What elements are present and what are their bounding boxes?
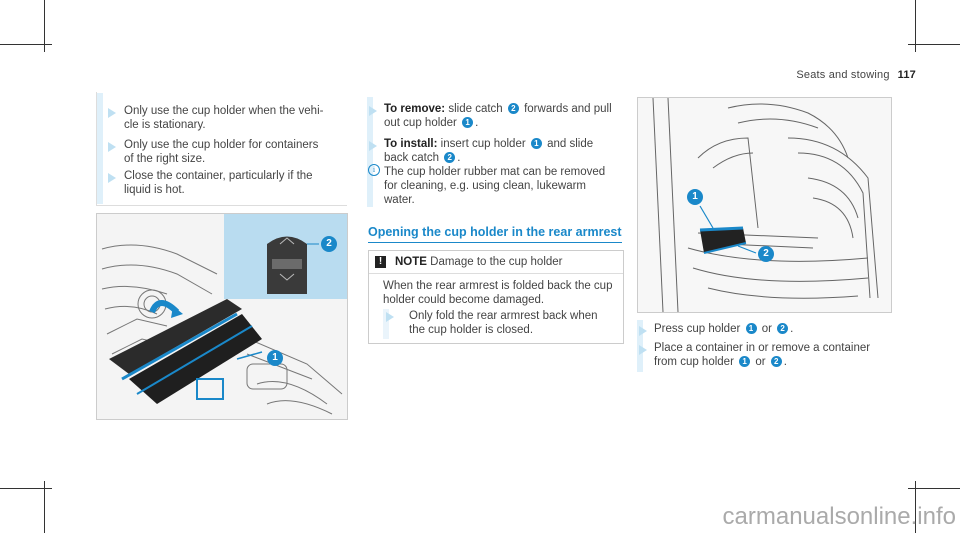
callout-1-icon: 1 (687, 189, 703, 205)
bullet-stripe (97, 93, 103, 204)
callout-1-icon: 1 (462, 117, 474, 129)
callout-2-icon: 2 (770, 356, 782, 368)
note-header: ! NOTE Damage to the cup holder (369, 251, 623, 274)
callout-2-icon: 2 (321, 236, 337, 252)
crop-mark (915, 0, 916, 52)
watermark: carmanualsonline.info (722, 503, 956, 530)
note-box: ! NOTE Damage to the cup holder When the… (368, 250, 624, 344)
bullet-arrow-icon (108, 108, 116, 118)
bullet-arrow-icon (108, 142, 116, 152)
install-step: To install: insert cup holder 1 and slid… (384, 138, 594, 164)
crop-mark (0, 488, 52, 489)
press-step: Press cup holder 1 or 2. (654, 323, 794, 335)
bullet-arrow-icon (108, 173, 116, 183)
section-heading: Opening the cup holder in the rear armre… (368, 225, 622, 239)
place-step: Place a container in or remove a contain… (654, 342, 871, 368)
heading-rule (368, 242, 622, 243)
callout-2-icon: 2 (444, 152, 456, 164)
info-text: The cup holder rubber mat can be removed… (384, 166, 606, 206)
callout-2-icon: 2 (758, 246, 774, 262)
callout-2-icon: 2 (777, 323, 789, 335)
step-arrow-icon (369, 106, 377, 116)
rear-armrest-illustration: 1 2 (637, 97, 892, 313)
callout-1-icon: 1 (745, 323, 757, 335)
step-arrow-icon (639, 326, 647, 336)
step-arrow-icon (639, 345, 647, 355)
crop-mark (44, 0, 45, 52)
exclamation-icon: ! (375, 256, 386, 268)
note-bullet-arrow-icon (386, 312, 394, 322)
page-number: 117 (897, 69, 916, 81)
remove-step: To remove: slide catch 2 forwards and pu… (384, 103, 612, 129)
crop-mark (908, 488, 960, 489)
note-text: When the rear armrest is folded back the… (383, 280, 613, 306)
bullet-item: Close the container, particularly if the… (124, 170, 313, 196)
step-arrow-icon (369, 141, 377, 151)
crop-mark (915, 481, 916, 533)
center-console-drawing (97, 214, 347, 419)
note-bullet: Only fold the rear armrest back when the… (409, 310, 598, 336)
rear-seat-drawing (638, 98, 891, 312)
bullet-item: Only use the cup holder when the vehi-cl… (124, 105, 324, 131)
section-title: Seats and stowing (796, 69, 890, 81)
warning-bullets (96, 92, 347, 206)
callout-1-icon: 1 (739, 356, 751, 368)
callout-1-icon: 1 (267, 350, 283, 366)
crop-mark (908, 44, 960, 45)
note-title: NOTE Damage to the cup holder (395, 256, 563, 268)
info-icon: i (368, 164, 380, 176)
front-cupholder-illustration: 1 2 (96, 213, 348, 420)
note-bullet-stripe (383, 309, 389, 339)
crop-mark (44, 481, 45, 533)
crop-mark (0, 44, 52, 45)
callout-1-icon: 1 (530, 138, 542, 150)
page-header: Seats and stowing 117 (796, 69, 916, 81)
callout-2-icon: 2 (507, 103, 519, 115)
step-stripe (367, 97, 373, 207)
